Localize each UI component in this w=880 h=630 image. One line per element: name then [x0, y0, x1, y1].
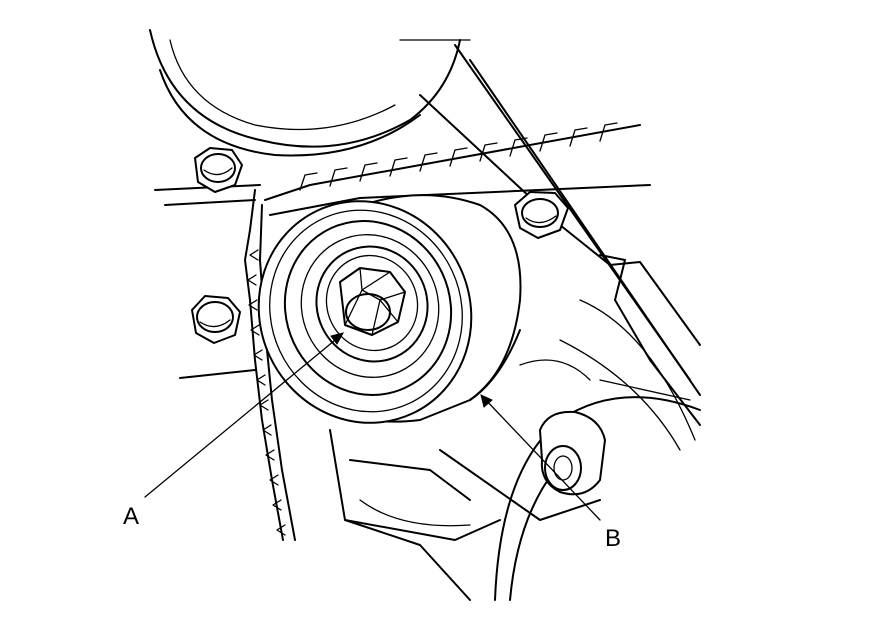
callout-leaders: [144, 332, 601, 521]
upper-pulley: [149, 29, 471, 157]
timing-belt: [244, 122, 651, 541]
leader-line-b: [482, 396, 601, 521]
upper-left-bolt: [194, 147, 243, 193]
lower-stud: [539, 410, 606, 496]
callout-label-a: A: [123, 503, 140, 530]
leader-line-a: [144, 335, 341, 498]
tensioner-bolt: [339, 267, 406, 336]
arrowhead-b: [480, 394, 493, 408]
right-bolt: [514, 191, 569, 239]
left-bolt: [191, 295, 241, 344]
arrowhead-a: [330, 332, 344, 345]
callout-label-b: B: [605, 525, 622, 552]
